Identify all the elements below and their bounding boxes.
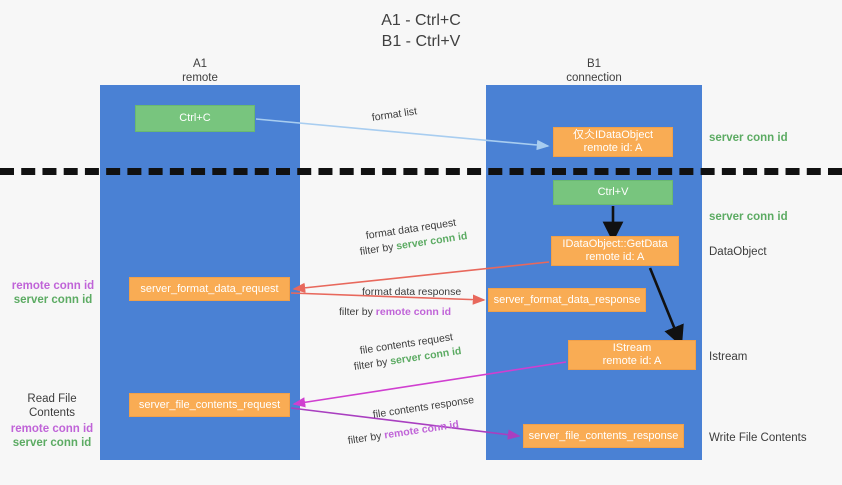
label-server-conn-id-2: server conn id <box>12 437 92 449</box>
filter-prefix: filter by <box>339 306 376 318</box>
lane-header-b1: B1 connection <box>566 58 622 84</box>
label-server-conn-id-1: server conn id <box>13 294 93 306</box>
node-dataobject[interactable]: 仅仌IDataObject remote id: A <box>553 127 673 157</box>
edge-label-format-data-response: format data response <box>362 286 462 298</box>
label-write-file-contents: Write File Contents <box>709 432 807 444</box>
node-server-file-contents-request[interactable]: server_file_contents_request <box>129 393 290 417</box>
label-server-conn-id-top: server conn id <box>709 132 788 144</box>
label-group-file: Read File Contents remote conn id server… <box>4 392 100 450</box>
node-ctrl-c[interactable]: Ctrl+C <box>135 105 255 132</box>
filter-value-remote-conn-id: remote conn id <box>375 306 452 318</box>
node-server-file-contents-response[interactable]: server_file_contents_response <box>523 424 684 448</box>
filter-prefix: filter by <box>359 240 398 258</box>
edge-label-file-contents-response: file contents response <box>372 393 475 421</box>
filter-value-remote-conn-id: remote conn id <box>383 418 460 442</box>
node-istream[interactable]: IStream remote id: A <box>568 340 696 370</box>
node-idataobject-getdata[interactable]: IDataObject::GetData remote id: A <box>551 236 679 266</box>
node-ctrl-v[interactable]: Ctrl+V <box>553 180 673 205</box>
label-remote-conn-id-2: remote conn id <box>10 423 94 435</box>
edge-label-format-data-response-filter: filter by remote conn id <box>339 306 451 319</box>
node-server-format-data-request[interactable]: server_format_data_request <box>129 277 290 301</box>
node-server-format-data-response[interactable]: server_format_data_response <box>488 288 646 312</box>
edge-label-file-contents-response-filter: filter by remote conn id <box>347 419 460 448</box>
label-istream: Istream <box>709 351 748 363</box>
label-group-format: remote conn id server conn id <box>6 279 100 307</box>
label-server-conn-id-mid: server conn id <box>709 211 788 223</box>
lane-header-a1: A1 remote <box>182 58 218 84</box>
page-title: A1 - Ctrl+C B1 - Ctrl+V <box>381 12 461 50</box>
edge-label-format-list: format list <box>371 105 418 124</box>
filter-prefix: filter by <box>353 355 392 373</box>
divider-dashed-line <box>0 168 842 175</box>
filter-prefix: filter by <box>347 429 386 447</box>
label-read-file-contents: Read File Contents <box>27 393 77 419</box>
label-dataobject: DataObject <box>709 246 767 258</box>
label-remote-conn-id-1: remote conn id <box>11 280 95 292</box>
